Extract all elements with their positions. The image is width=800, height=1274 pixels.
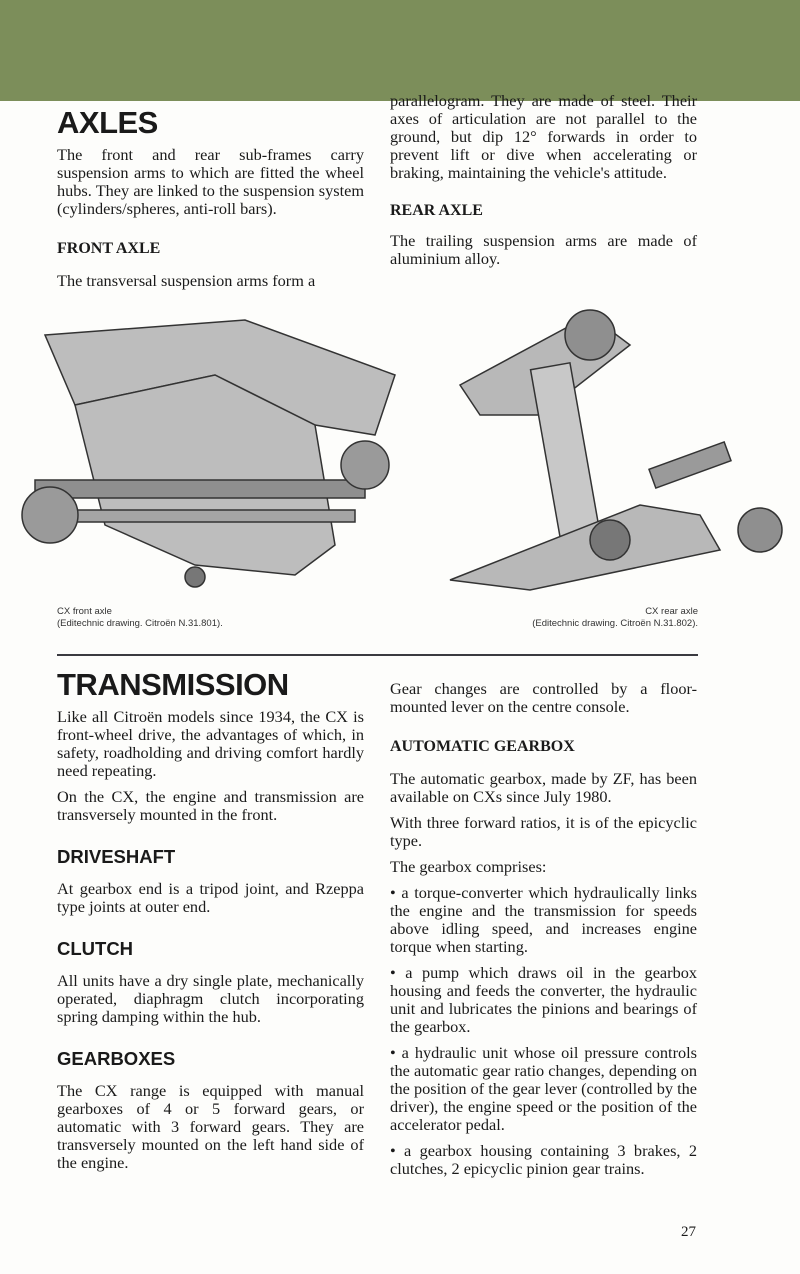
axles-intro: The front and rear sub-frames carry susp… bbox=[57, 145, 364, 218]
axles-left-column: AXLES The front and rear sub-frames carr… bbox=[57, 105, 364, 298]
front-axle-illustration bbox=[21, 319, 396, 588]
list-item: • a hydraulic unit whose oil pressure co… bbox=[390, 1043, 697, 1134]
rear-axle-heading: REAR AXLE bbox=[390, 202, 483, 219]
page-number: 27 bbox=[681, 1224, 696, 1240]
caption-line: (Editechnic drawing. Citroën N.31.802). bbox=[532, 618, 698, 629]
front-axle-text-a: The transversal suspension arms form a bbox=[57, 271, 316, 290]
gearbox-components-list: • a torque-converter which hydraulically… bbox=[390, 884, 697, 1178]
caption-line: (Editechnic drawing. Citroën N.31.801). bbox=[57, 618, 223, 629]
auto-p3: The gearbox comprises: bbox=[390, 857, 547, 876]
clutch-heading: CLUTCH bbox=[57, 938, 134, 959]
front-axle-heading: FRONT AXLE bbox=[57, 240, 161, 257]
transmission-p1: Like all Citroën models since 1934, the … bbox=[57, 707, 364, 780]
caption-line: CX rear axle bbox=[645, 606, 698, 617]
list-item: • a torque-converter which hydraulically… bbox=[390, 883, 697, 956]
caption-line: CX front axle bbox=[57, 606, 112, 617]
list-item: • a pump which draws oil in the gearbox … bbox=[390, 963, 697, 1036]
list-item: • a gearbox housing containing 3 brakes,… bbox=[390, 1141, 697, 1178]
transmission-title: TRANSMISSION bbox=[57, 667, 289, 702]
rear-axle-illustration bbox=[449, 309, 783, 591]
front-axle-caption: CX front axle (Editechnic drawing. Citro… bbox=[57, 606, 223, 630]
clutch-text: All units have a dry single plate, mecha… bbox=[57, 971, 364, 1026]
gearboxes-heading: GEARBOXES bbox=[57, 1048, 176, 1069]
front-axle-text-b: parallelogram. They are made of steel. T… bbox=[390, 91, 697, 182]
transmission-right-column: Gear changes are controlled by a floor-m… bbox=[390, 680, 697, 1186]
axles-right-column: parallelogram. They are made of steel. T… bbox=[390, 92, 697, 276]
auto-p2: With three forward ratios, it is of the … bbox=[390, 813, 697, 850]
axles-title: AXLES bbox=[57, 105, 158, 140]
transmission-left-column: TRANSMISSION Like all Citroën models sin… bbox=[57, 667, 364, 1180]
section-divider bbox=[57, 654, 698, 656]
driveshaft-text: At gearbox end is a tripod joint, and Rz… bbox=[57, 879, 364, 916]
auto-p1: The automatic gearbox, made by ZF, has b… bbox=[390, 769, 697, 806]
automatic-gearbox-heading: AUTOMATIC GEARBOX bbox=[390, 738, 575, 755]
transmission-p2: On the CX, the engine and transmission a… bbox=[57, 787, 364, 824]
header-band bbox=[0, 0, 800, 101]
rear-axle-text: The trailing suspension arms are made of… bbox=[390, 231, 697, 268]
gear-changes-text: Gear changes are controlled by a floor-m… bbox=[390, 679, 697, 716]
gearboxes-text: The CX range is equipped with manual gea… bbox=[57, 1081, 364, 1172]
driveshaft-heading: DRIVESHAFT bbox=[57, 846, 176, 867]
rear-axle-caption: CX rear axle (Editechnic drawing. Citroë… bbox=[500, 606, 698, 630]
